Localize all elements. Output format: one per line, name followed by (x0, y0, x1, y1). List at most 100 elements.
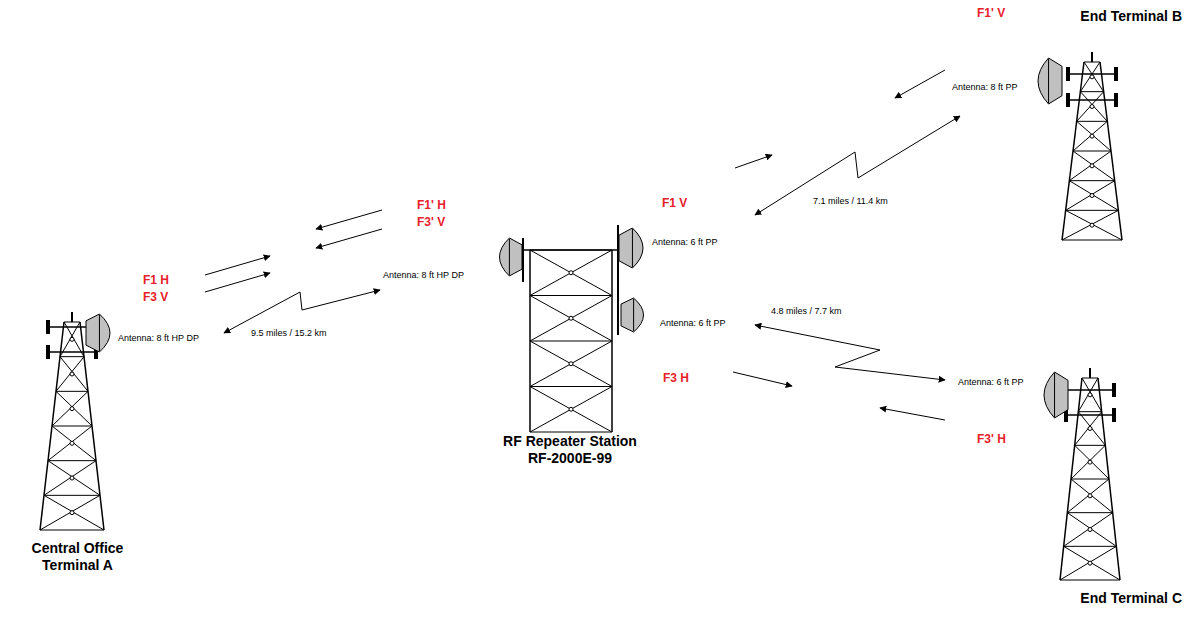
mount-cap (1114, 93, 1118, 107)
tower-joint (1090, 105, 1094, 109)
tower-strut (1066, 181, 1115, 211)
terminal-station: End Terminal C (945, 360, 1186, 615)
mount-cap (1066, 93, 1070, 107)
tower-strut (1064, 546, 1120, 580)
frequency-label: F1 V (662, 196, 687, 211)
tower-strut (1069, 181, 1118, 211)
tower-strut (1062, 210, 1118, 240)
tower-strut (48, 460, 96, 461)
station-name: End Terminal C (1052, 590, 1182, 607)
mount-bar (1066, 389, 1114, 391)
tower-joint (1088, 393, 1092, 397)
tower-joint (70, 337, 74, 341)
tower-strut (1060, 546, 1116, 580)
tower-strut (64, 322, 80, 323)
station-name: RF Repeater Station RF-2000E-99 (490, 433, 650, 467)
tower-a (40, 312, 110, 530)
tower-strut (1080, 91, 1103, 92)
station-name: Central Office Terminal A (15, 540, 140, 574)
tower-strut (530, 341, 612, 342)
tower-strut (1067, 512, 1112, 513)
tower-strut (44, 461, 96, 496)
tower-joint (70, 441, 74, 445)
link-distance: 9.5 miles / 15.2 km (250, 328, 328, 339)
tower-strut (1071, 445, 1105, 479)
tower-strut (530, 296, 612, 342)
tower-strut (1078, 378, 1098, 412)
tower-strut (1082, 378, 1102, 412)
tower-mast (71, 312, 73, 322)
tower-joint (1090, 134, 1094, 138)
station-name: End Terminal B (1052, 8, 1182, 25)
tower-strut (56, 391, 88, 392)
tower-strut (44, 495, 104, 530)
frequency-label: F3 H (663, 371, 689, 386)
signal-arrow (735, 155, 772, 168)
tower-strut (1066, 210, 1119, 211)
tower-strut (530, 250, 612, 296)
terminal-station: Central Office Terminal A (5, 300, 224, 588)
tower-strut (52, 426, 96, 461)
dish-rim (632, 229, 633, 267)
tower-joint (1088, 561, 1092, 565)
tower-strut (1073, 121, 1107, 151)
tower-strut (48, 426, 92, 461)
mount-cap (1112, 408, 1116, 422)
tower-strut (52, 426, 92, 427)
tower-joint (1090, 164, 1094, 168)
dish-rim (1048, 59, 1049, 103)
antenna-label: Antenna: 6 ft PP (958, 377, 1024, 388)
frequency-label: F1 H (143, 273, 169, 288)
tower-strut (56, 391, 92, 426)
tower-strut (1077, 121, 1108, 122)
antenna-label: Antenna: 8 ft PP (952, 82, 1018, 93)
tower-strut (40, 495, 100, 530)
antenna-label: Antenna: 6 ft PP (652, 237, 718, 248)
mount-cap (46, 345, 50, 359)
dish-antenna (500, 238, 523, 276)
signal-arrow (316, 210, 382, 229)
frequency-label: F3' V (417, 215, 445, 230)
dish-rim (1054, 373, 1055, 417)
tower-strut (530, 295, 612, 296)
repeater-tower (500, 225, 644, 432)
radio-link (755, 116, 960, 215)
tower-strut (1064, 513, 1113, 547)
dish-rim (633, 299, 634, 331)
antenna-label: Antenna: 6 ft PP (660, 318, 726, 329)
tower-joint (1088, 528, 1092, 532)
tower-mast (1089, 368, 1091, 378)
frequency-label: F1' H (417, 198, 446, 213)
antenna-label: Antenna: 8 ft HP DP (118, 333, 199, 344)
mount-cap (1066, 67, 1070, 81)
radio-link (224, 290, 380, 333)
tower-strut (1073, 151, 1111, 152)
dish-rim (99, 315, 100, 351)
link-distance: 4.8 miles / 7.7 km (770, 306, 843, 317)
tower-strut (52, 391, 88, 426)
tower-strut (1075, 445, 1106, 446)
tower-c (1044, 368, 1120, 580)
tower-joint (1088, 427, 1092, 431)
tower-strut (1084, 62, 1100, 63)
tower-strut (1069, 180, 1114, 181)
terminal-station: End Terminal B (960, 4, 1186, 262)
tower-b (1038, 52, 1122, 240)
tower-strut (1077, 92, 1104, 122)
dish-rim (509, 239, 510, 275)
frequency-label: F3 V (143, 290, 168, 305)
tower-joint (569, 407, 573, 411)
mount-cap (1112, 383, 1116, 397)
tower-strut (48, 461, 100, 496)
tower-strut (1078, 412, 1105, 446)
mount-cap (1114, 67, 1118, 81)
tower-strut (530, 250, 612, 296)
signal-arrow (205, 273, 270, 292)
tower-strut (1075, 445, 1109, 479)
tower-strut (44, 495, 100, 496)
tower-strut (60, 357, 88, 392)
tower-joint (70, 511, 74, 515)
tower-strut (530, 341, 612, 387)
tower-joint (1090, 223, 1094, 227)
